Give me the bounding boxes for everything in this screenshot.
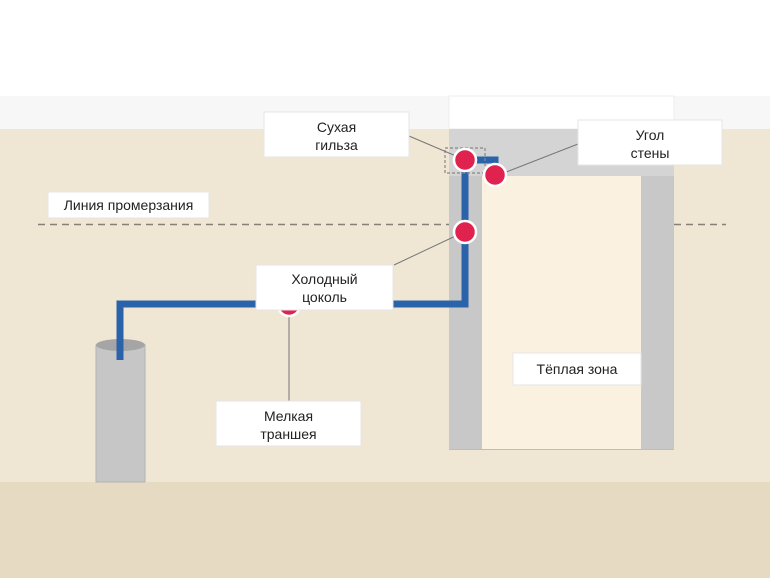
label-shallow-trench-line2: траншея [260, 426, 316, 442]
label-cold-plinth-line2: цоколь [302, 289, 347, 305]
label-warm-zone: Тёплая зона [512, 352, 642, 386]
label-frost-line-text: Линия промерзания [64, 197, 194, 213]
leader-cold-plinth [393, 231, 465, 266]
label-warm-zone-text: Тёплая зона [537, 361, 618, 377]
label-cold-plinth: Холодный цоколь [255, 264, 394, 311]
label-cold-plinth-line1: Холодный [291, 271, 357, 287]
well-column [95, 344, 146, 483]
deep-soil-layer [0, 482, 770, 578]
warm-interior [482, 176, 641, 450]
label-dry-sleeve-line1: Сухая [317, 119, 356, 135]
leader-wall-corner [495, 143, 579, 177]
label-shallow-trench: Мелкая траншея [215, 400, 362, 447]
marker-cold-plinth [452, 219, 478, 245]
marker-wall-corner [482, 162, 508, 188]
label-wall-corner-line1: Угол [636, 127, 665, 143]
label-shallow-trench-line1: Мелкая [264, 408, 313, 424]
marker-dry-sleeve [452, 147, 478, 173]
label-frost-line: Линия промерзания [47, 191, 210, 219]
building-wall-right [641, 176, 674, 450]
label-dry-sleeve: Сухая гильза [263, 111, 410, 158]
label-dry-sleeve-line2: гильза [315, 137, 358, 153]
label-wall-corner-line2: стены [631, 145, 670, 161]
label-wall-corner: Угол стены [577, 119, 723, 166]
